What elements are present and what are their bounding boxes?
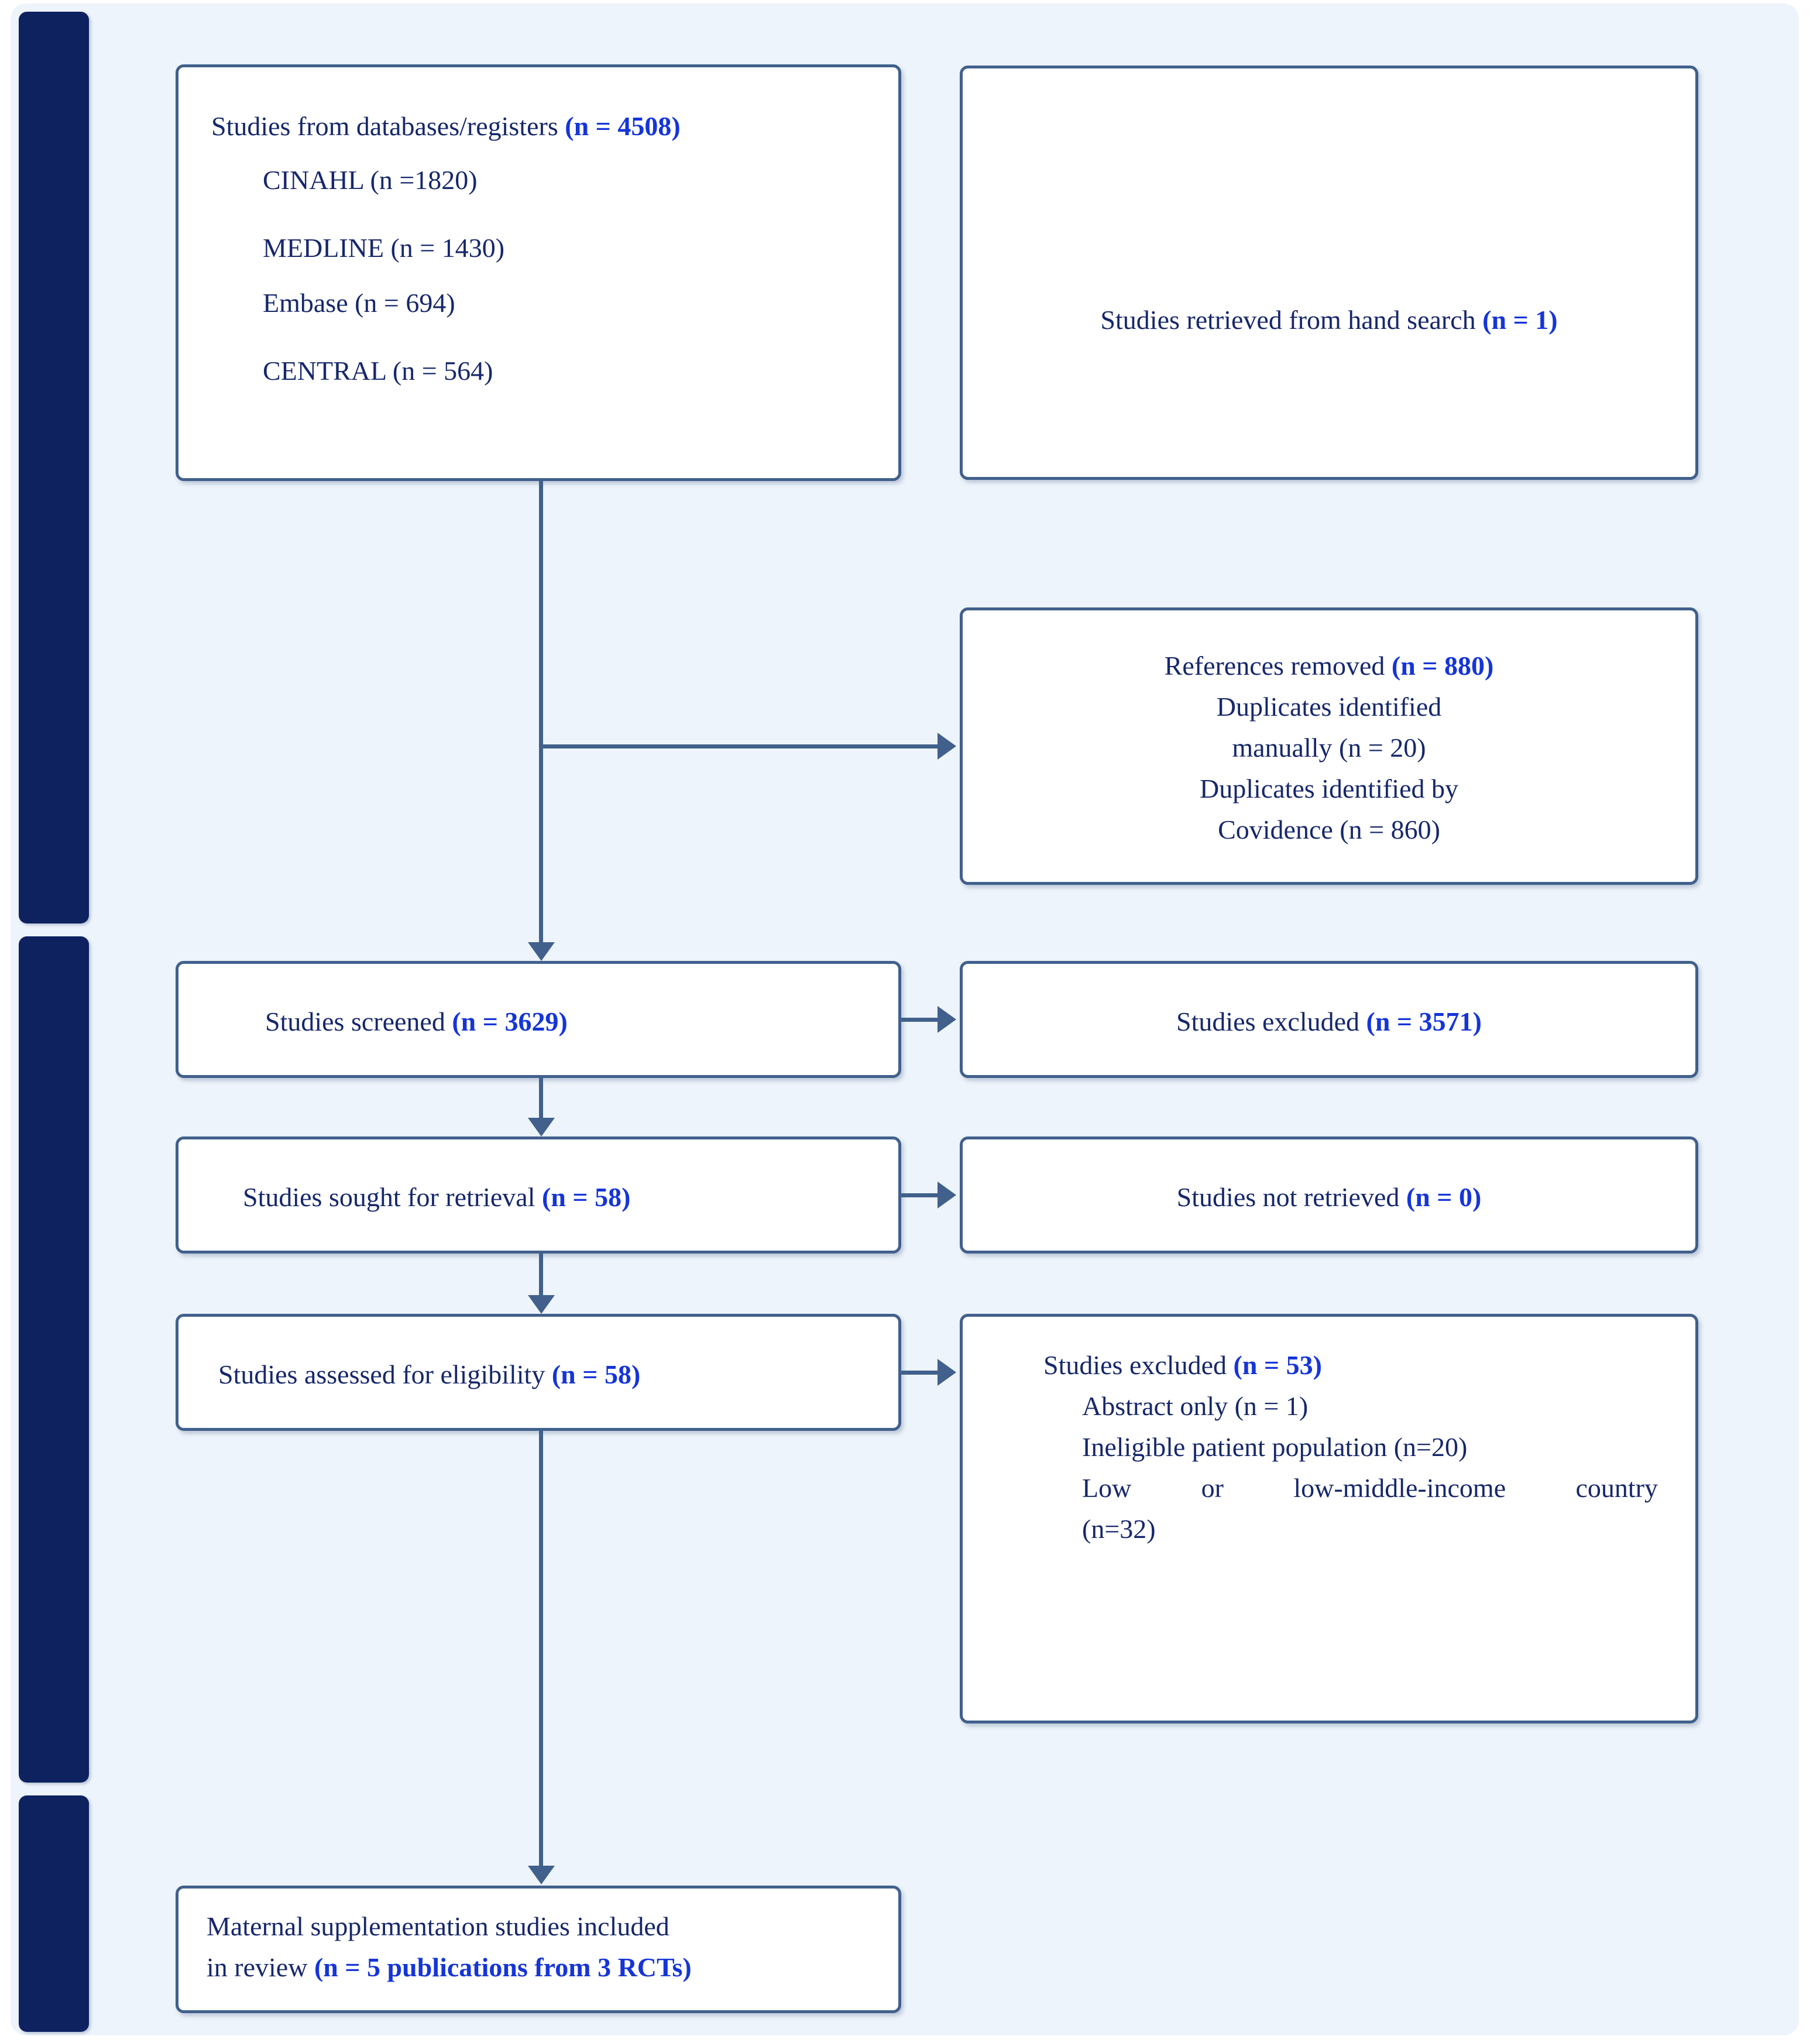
box-studies-sought-for-retrieval: Studies sought for retrieval (n = 58) [176, 1136, 901, 1254]
references-removed-line-3: Duplicates identified by [1200, 773, 1458, 804]
connector-sought-to-not-retrieved [901, 1193, 941, 1197]
connector-trunk-to-references-removed [539, 744, 940, 748]
exclusion-reason-word-country: country [1575, 1472, 1658, 1503]
references-removed-heading-count: (n = 880) [1391, 651, 1494, 681]
references-removed-line-1: Duplicates identified [1216, 691, 1442, 722]
references-removed-line-2: manually (n = 20) [1232, 732, 1426, 763]
arrowhead-screened-to-sought [528, 1118, 555, 1136]
database-source-medline: MEDLINE (n = 1430) [263, 232, 505, 263]
box-studies-included: Maternal supplementation studies include… [176, 1886, 901, 2013]
arrowhead-sought-to-not-retrieved [938, 1182, 956, 1208]
not-retrieved-text: Studies not retrieved [1176, 1182, 1406, 1212]
exclusion-reason-low-income-country: Low or low-middle-income country [1043, 1468, 1658, 1509]
arrowhead-to-references-removed [938, 733, 956, 760]
connector-screened-to-excluded [901, 1018, 941, 1022]
box-hand-search: Studies retrieved from hand search (n = … [960, 66, 1698, 480]
references-removed-line-4: Covidence (n = 860) [1218, 814, 1440, 844]
screened-text: Studies screened [265, 1007, 452, 1036]
exclusion-reason-word-or: or [1201, 1472, 1224, 1503]
eligibility-excluded-heading-count: (n = 53) [1233, 1350, 1322, 1380]
hand-search-count: (n = 1) [1482, 305, 1558, 335]
eligibility-excluded-heading: Studies excluded (n = 53) [1043, 1345, 1658, 1386]
included-line-2-text: in review [207, 1952, 314, 1982]
eligibility-text: Studies assessed for eligibility [218, 1359, 552, 1389]
database-source-cinahl: CINAHL (n =1820) [263, 164, 478, 195]
connector-sought-to-eligibility [539, 1254, 543, 1296]
eligibility-excluded-heading-text: Studies excluded [1043, 1350, 1234, 1380]
box-studies-assessed-for-eligibility: Studies assessed for eligibility (n = 58… [176, 1314, 901, 1431]
arrowhead-sought-to-eligibility [528, 1295, 555, 1314]
box-references-removed: References removed (n = 880) Duplicates … [960, 607, 1698, 885]
stage-bar-identification [19, 12, 89, 923]
included-line-2: in review (n = 5 publications from 3 RCT… [207, 1947, 884, 1988]
references-removed-heading-text: References removed [1164, 651, 1392, 681]
connector-screened-to-sought [539, 1078, 543, 1119]
exclusion-reason-abstract-only: Abstract only (n = 1) [1082, 1390, 1309, 1421]
database-source-central: CENTRAL (n = 564) [263, 355, 493, 386]
exclusion-reason-word-low: Low [1082, 1472, 1132, 1503]
arrowhead-screened-to-excluded [938, 1006, 956, 1033]
databases-heading-count: (n = 4508) [565, 111, 681, 141]
hand-search-text: Studies retrieved from hand search [1100, 305, 1483, 335]
exclusion-reason-word-lowmiddle: low-middle-income [1293, 1472, 1506, 1503]
databases-heading: Studies from databases/registers (n = 45… [211, 106, 881, 147]
database-source-embase: Embase (n = 694) [263, 287, 455, 318]
screened-excluded-text: Studies excluded [1176, 1007, 1366, 1036]
connector-databases-to-screened [539, 481, 543, 943]
box-studies-excluded-screening: Studies excluded (n = 3571) [960, 961, 1698, 1078]
not-retrieved-count: (n = 0) [1406, 1182, 1482, 1212]
stage-bar-included [19, 1795, 89, 2032]
box-studies-screened: Studies screened (n = 3629) [176, 961, 901, 1078]
screened-count: (n = 3629) [452, 1007, 568, 1036]
connector-eligibility-to-excluded [901, 1371, 941, 1375]
arrowhead-databases-to-screened [528, 942, 555, 961]
box-studies-excluded-eligibility: Studies excluded (n = 53) Abstract only … [960, 1314, 1698, 1723]
arrowhead-eligibility-to-excluded [938, 1359, 956, 1386]
screened-excluded-count: (n = 3571) [1366, 1007, 1482, 1036]
exclusion-reason-low-income-count: (n=32) [1082, 1513, 1156, 1544]
box-studies-from-databases: Studies from databases/registers (n = 45… [176, 64, 901, 481]
sought-text: Studies sought for retrieval [243, 1182, 542, 1212]
connector-eligibility-to-included [539, 1431, 543, 1867]
stage-bar-screening [19, 936, 89, 1783]
exclusion-reason-ineligible-population: Ineligible patient population (n=20) [1082, 1431, 1468, 1462]
eligibility-count: (n = 58) [551, 1359, 641, 1389]
sought-count: (n = 58) [542, 1182, 631, 1212]
included-line-2-count: (n = 5 publications from 3 RCTs) [314, 1952, 692, 1982]
arrowhead-eligibility-to-included [528, 1866, 555, 1884]
included-line-1: Maternal supplementation studies include… [207, 1911, 669, 1941]
databases-heading-text: Studies from databases/registers [211, 111, 565, 141]
references-removed-heading: References removed (n = 880) [963, 645, 1695, 686]
box-studies-not-retrieved: Studies not retrieved (n = 0) [960, 1136, 1698, 1254]
